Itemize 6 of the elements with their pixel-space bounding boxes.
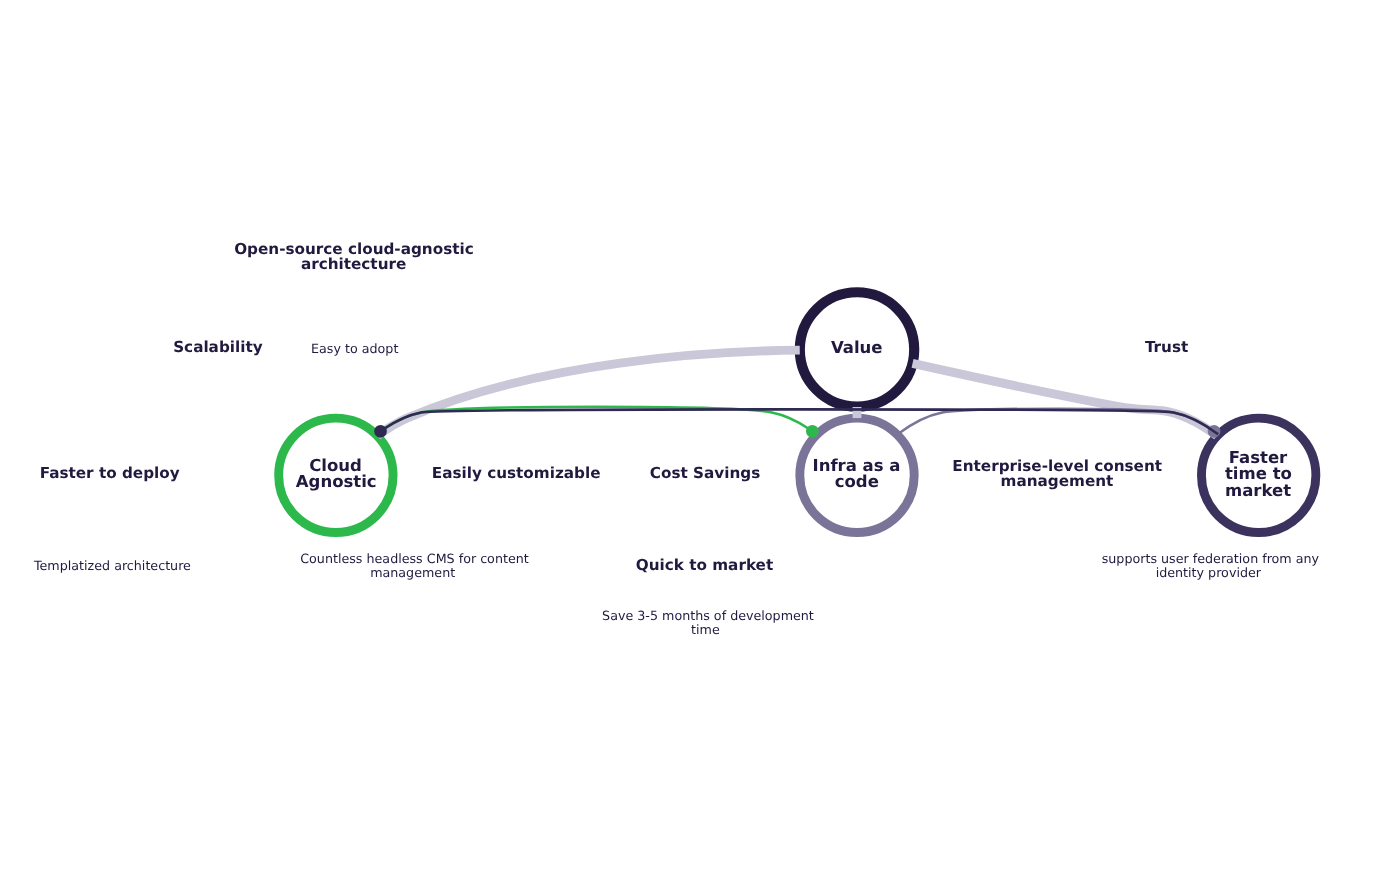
connector (375, 405, 819, 438)
node-circle: Faster time to market (1197, 413, 1321, 537)
node-circle: Cloud Agnostic (274, 413, 398, 537)
node-circle: Infra as a code (795, 413, 919, 537)
connector (375, 345, 800, 440)
node-circle: Value (794, 287, 920, 412)
